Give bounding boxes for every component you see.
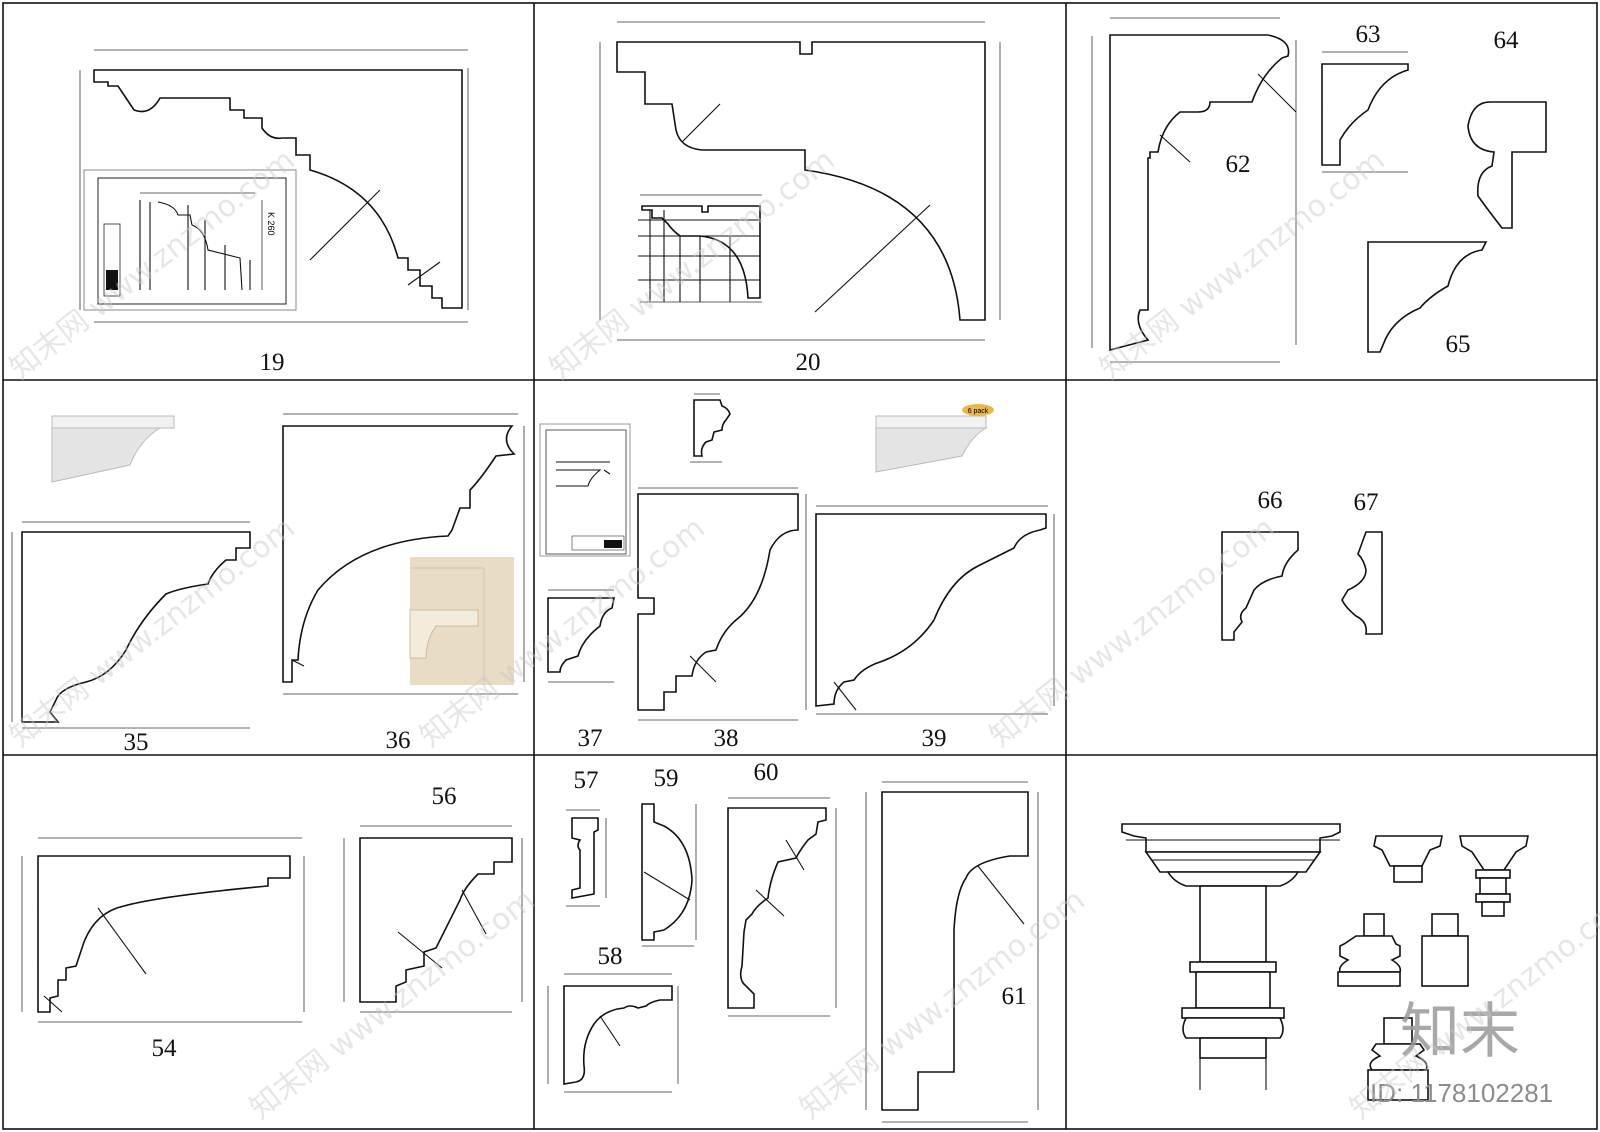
base-detail-a [1337,913,1402,987]
panel-column-capitals: 知末 ID: 1178102281 [1121,823,1553,1108]
panel-62-65: 62 63 64 65 [1091,17,1547,363]
label-36: 36 [386,727,411,754]
label-66: 66 [1258,487,1283,514]
watermark-6: 知末网 www.znzmo.com [983,511,1281,755]
inset-drawing-19: K 260 [83,169,297,311]
inset-label-k260: K 260 [266,212,276,236]
inset-drawing-37 [539,423,631,557]
profile-37 [547,597,615,673]
profile-66 [1221,531,1299,641]
base-detail-b [1421,913,1469,987]
profile-67 [1341,531,1383,635]
label-38: 38 [714,725,739,752]
label-63: 63 [1356,21,1381,48]
id-stamp: ID: 1178102281 [1370,1078,1553,1108]
label-37: 37 [578,725,603,752]
panel-20: 20 [599,21,1001,376]
label-62: 62 [1226,151,1251,178]
profile-54 [37,855,291,1013]
label-67: 67 [1354,489,1379,516]
panel-19: K 260 19 [79,49,469,376]
panel-35-36: 35 36 [11,413,525,756]
profile-59 [641,803,693,941]
profile-38 [637,493,799,711]
label-59: 59 [654,765,679,792]
profile-62 [1109,34,1290,352]
profile-63 [1321,63,1409,166]
label-19: 19 [260,349,285,376]
inset-drawing-20 [638,194,762,303]
small-profile-top [693,399,731,457]
label-39: 39 [922,725,947,752]
panel-54-56: 54 56 [21,783,523,1062]
panel-66-67: 66 67 [1221,487,1383,641]
column-elevation [1121,823,1341,1090]
label-61: 61 [1002,983,1027,1010]
profile-20 [616,41,986,321]
profile-58 [563,985,673,1085]
profile-60 [727,807,827,1009]
label-60: 60 [754,759,779,786]
base-detail-c [1367,1017,1429,1101]
brand-logo: 知末 [1400,997,1520,1067]
crown-photo-35 [51,415,175,483]
label-58: 58 [598,943,623,970]
profile-61 [881,791,1029,1111]
label-56: 56 [432,783,457,810]
profile-39 [815,513,1047,707]
profile-56 [359,837,513,1003]
label-54: 54 [152,1035,178,1062]
label-20: 20 [796,349,821,376]
profile-35 [21,531,251,723]
profile-19 [93,69,463,309]
profile-65 [1367,241,1488,353]
label-35: 35 [124,729,149,756]
capital-detail-b [1459,835,1529,917]
panel-57-61: 57 59 60 58 61 [547,759,1039,1123]
panel-37-39: 37 38 6 pack 39 [539,393,1055,752]
crown-photo-39: 6 pack [875,404,994,473]
pack-badge: 6 pack [968,408,989,415]
profile-36 [282,425,516,683]
profile-57 [571,817,599,899]
label-65: 65 [1446,331,1471,358]
label-64: 64 [1494,27,1520,54]
label-57: 57 [574,767,599,794]
profile-64 [1467,101,1547,229]
capital-detail-a [1373,835,1443,883]
